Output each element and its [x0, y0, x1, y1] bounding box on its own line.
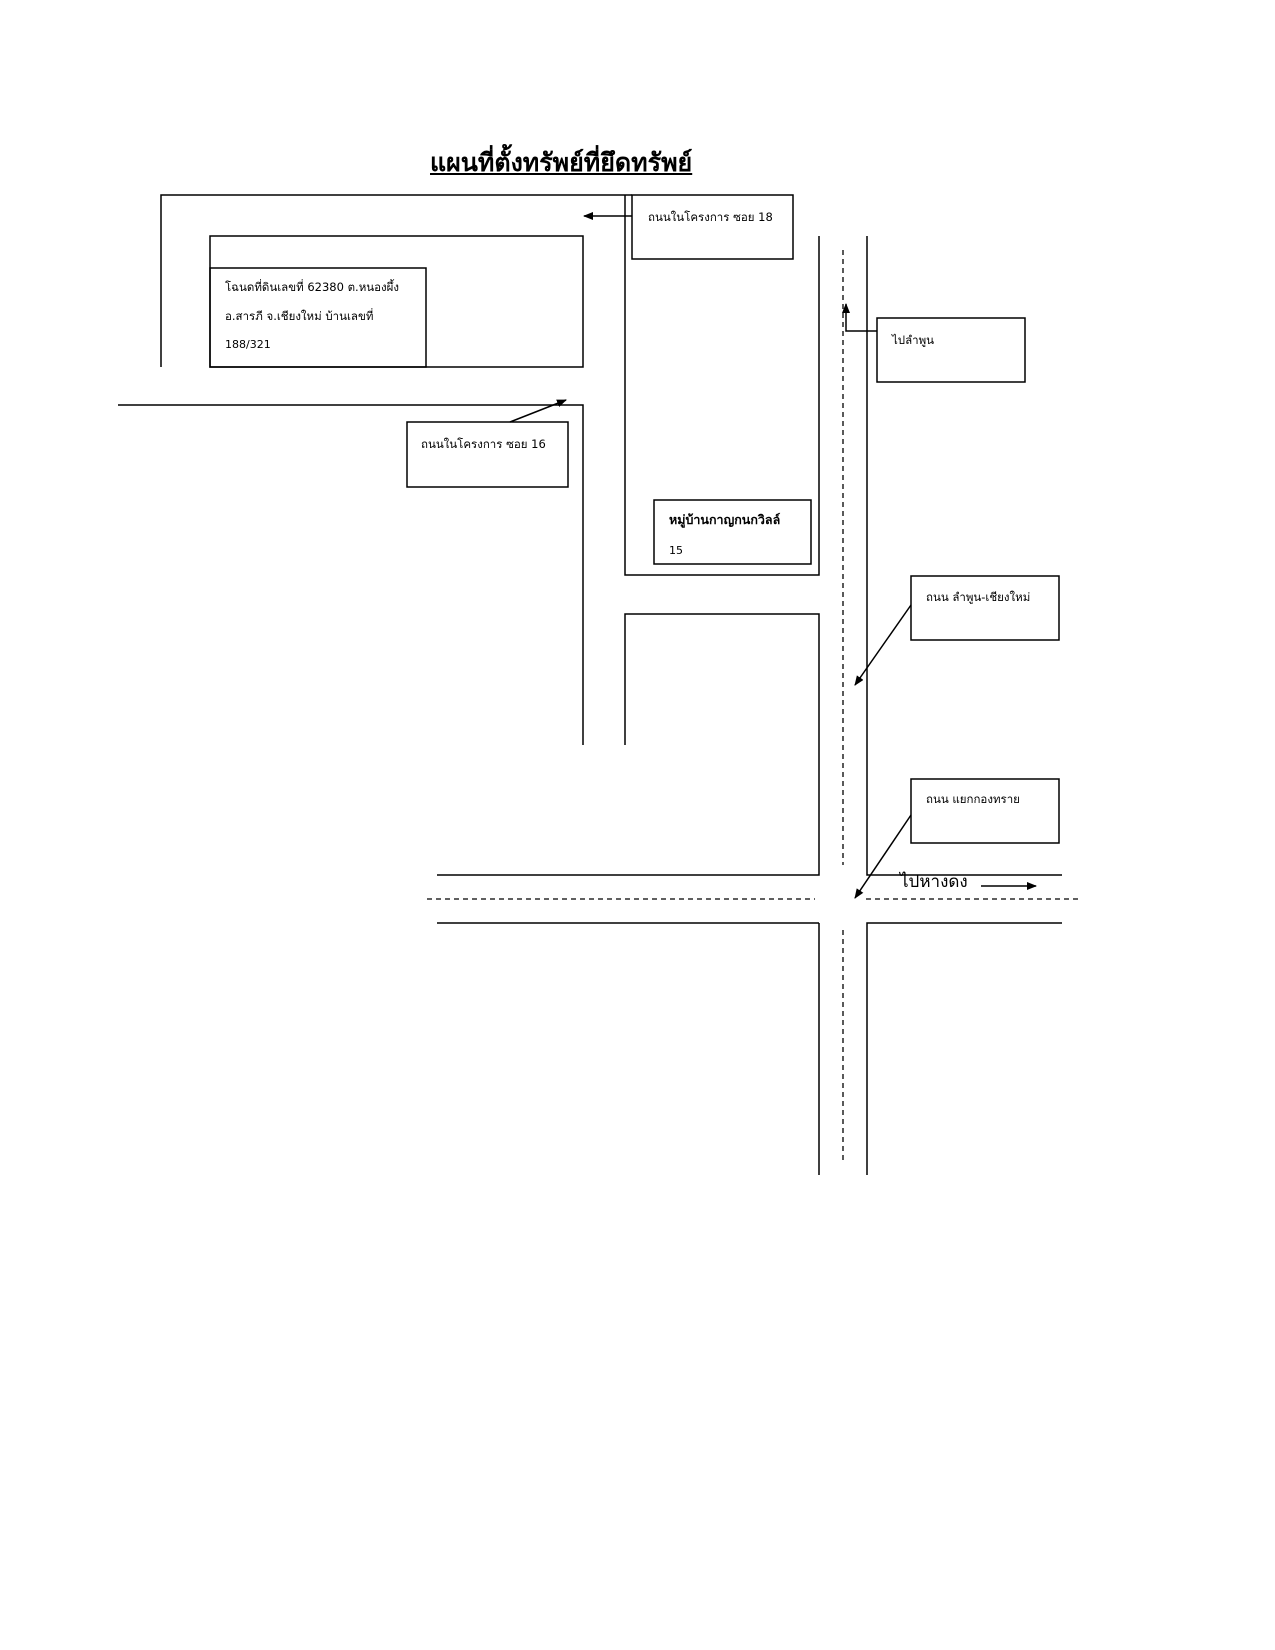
- village-name-label: หมู่บ้านกาญกนกวิลล์: [669, 512, 781, 527]
- road-lamphun-cm-arrow: [854, 604, 912, 686]
- central-block-edge: [624, 195, 820, 576]
- soi16-label-box: [406, 421, 569, 488]
- page-title: แผนที่ตั้งทรัพย์ที่ยึดทรัพย์: [430, 148, 693, 177]
- village-label-box: [653, 499, 812, 565]
- road-kongsai-label: ถนน แยกกองทราย: [926, 792, 1020, 806]
- lower-block-edge: [437, 613, 820, 876]
- parcel-deed-line-3: 188/321: [225, 338, 271, 351]
- to-lamphun-arrow: [842, 303, 877, 332]
- soi18-road-edge: [160, 194, 632, 367]
- parcel-deed-line-2: อ.สารภี จ.เชียงใหม่ บ้านเลขที่: [225, 309, 374, 323]
- soi18-label: ถนนในโครงการ ซอย 18: [648, 210, 773, 224]
- to-hangdong-label: ไปหางดง: [900, 872, 968, 892]
- village-number-label: 15: [669, 544, 683, 557]
- soi16-label: ถนนในโครงการ ซอย 16: [421, 437, 546, 451]
- road-kongsai-arrow: [854, 814, 912, 899]
- soi18-label-box: [631, 194, 794, 260]
- parcel-deed-line-1: โฉนดที่ดินเลขที่ 62380 ต.หนองผึ้ง: [225, 280, 400, 294]
- soi16-arrow: [509, 399, 567, 423]
- to-lamphun-label: ไปลำพูน: [892, 333, 935, 347]
- road-lamphun-cm-label-box: [910, 575, 1060, 641]
- deed-label-box: [209, 267, 427, 368]
- road-lamphun-cm-label: ถนน ลำพูน-เชียงใหม่: [926, 590, 1031, 604]
- lower-right-edge: [866, 922, 1062, 1175]
- main-road-right-edge: [866, 236, 1062, 876]
- to-lamphun-label-box: [876, 317, 1026, 383]
- soi16-road-edge: [118, 404, 584, 745]
- road-kongsai-label-box: [910, 778, 1060, 844]
